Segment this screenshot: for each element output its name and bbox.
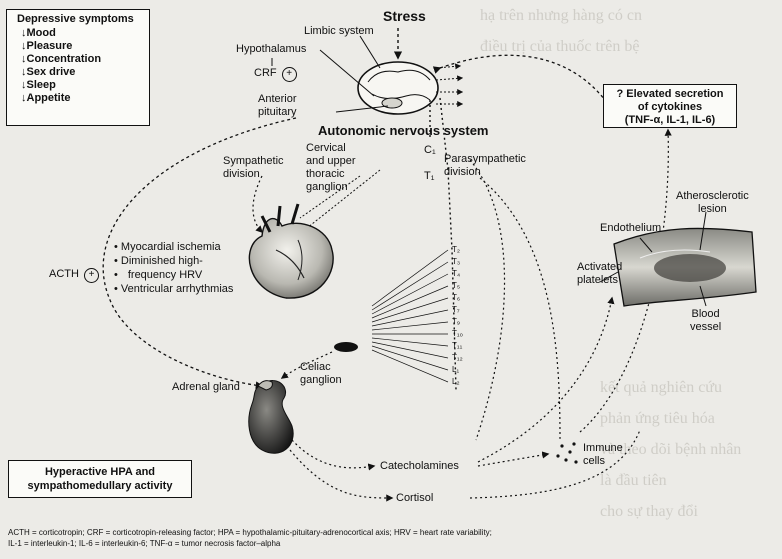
heart-illustration xyxy=(249,204,333,298)
footnote: ACTH = corticotropin; CRF = corticotropi… xyxy=(8,527,492,549)
hypothalamus-label: Hypothalamus xyxy=(236,43,306,56)
depressive-symptoms-list: ↓Mood ↓Pleasure ↓Concentration ↓Sex driv… xyxy=(21,27,149,105)
footnote-line: ACTH = corticotropin; CRF = corticotropi… xyxy=(8,527,492,538)
heart-effect-item: Diminished high- xyxy=(114,254,233,268)
label-line: lesion xyxy=(676,203,749,216)
acth-label: ACTH + xyxy=(49,268,99,283)
blood-vessel-label: Blood vessel xyxy=(690,308,721,334)
limbic-system-label: Limbic system xyxy=(304,25,374,38)
label-line: platelets xyxy=(577,274,622,287)
atherosclerotic-lesion-label: Atherosclerotic lesion xyxy=(676,190,749,216)
celiac-ganglion-label: Celiac ganglion xyxy=(300,361,342,387)
heart-effect-item: Myocardial ischemia xyxy=(114,240,233,254)
label-line: ganglion xyxy=(300,374,342,387)
immune-cells-illustration xyxy=(556,442,577,463)
cytokines-line: (TNF-α, IL-1, IL-6) xyxy=(604,114,736,127)
heart-effects-list: Myocardial ischemia Diminished high- • f… xyxy=(114,240,233,296)
symptom-item: ↓Pleasure xyxy=(21,40,149,53)
spine-label: T₁₁ xyxy=(452,340,463,352)
symptom-item: ↓Sleep xyxy=(21,79,149,92)
label-line: Blood xyxy=(690,308,721,321)
label-line: cells xyxy=(583,455,623,468)
spine-segment-labels: T₂ T₃ T₄ T₅ T₆ T₇ T₉ T₁₀ T₁₁ T₁₂ L₁ L₂ xyxy=(452,244,463,388)
spine-label: T₁₀ xyxy=(452,328,463,340)
acth-text: ACTH xyxy=(49,268,79,280)
depressive-symptoms-title: Depressive symptoms xyxy=(17,13,149,25)
label-line: division xyxy=(223,168,284,181)
anterior-pituitary-label: Anterior pituitary xyxy=(258,93,297,119)
label-line: ganglion xyxy=(306,181,356,194)
sympathetic-division-label: Sympathetic division xyxy=(223,155,284,181)
hpa-line: Hyperactive HPA and xyxy=(9,465,191,479)
cervical-ganglion-label: Cervical and upper thoracic ganglion xyxy=(306,142,356,194)
hpa-line: sympathomedullary activity xyxy=(9,479,191,493)
label-line: vessel xyxy=(690,321,721,334)
catecholamines-label: Catecholamines xyxy=(380,460,459,473)
crf-label: CRF + xyxy=(254,67,297,82)
label-line: Immune xyxy=(583,442,623,455)
cytokines-line: ? Elevated secretion xyxy=(604,88,736,101)
c1-label: C₁ xyxy=(424,144,436,157)
label-line: Sympathetic xyxy=(223,155,284,168)
parasympathetic-division-label: Parasympathetic division xyxy=(444,153,526,179)
spine-label: T₆ xyxy=(452,292,463,304)
adrenal-kidney-illustration xyxy=(249,381,293,454)
stress-label: Stress xyxy=(383,8,426,24)
spine-label: T₂ xyxy=(452,244,463,256)
symptom-item: ↓Mood xyxy=(21,27,149,40)
spine-label: T₁₂ xyxy=(452,352,463,364)
spine-label: T₉ xyxy=(452,316,463,328)
label-line: Celiac xyxy=(300,361,342,374)
depressive-symptoms-box: Depressive symptoms ↓Mood ↓Pleasure ↓Con… xyxy=(6,9,150,126)
spine-label: T₃ xyxy=(452,256,463,268)
heart-effect-item: Ventricular arrhythmias xyxy=(114,282,233,296)
label-line: Cervical xyxy=(306,142,356,155)
symptom-item: ↓Sex drive xyxy=(21,66,149,79)
cortisol-label: Cortisol xyxy=(396,492,433,505)
spine-label: T₅ xyxy=(452,280,463,292)
autonomic-nervous-system-label: Autonomic nervous system xyxy=(318,123,489,138)
label-line: division xyxy=(444,166,526,179)
label-line: Activated xyxy=(577,261,622,274)
label-line: Parasympathetic xyxy=(444,153,526,166)
blood-vessel-illustration xyxy=(614,228,756,306)
label-line: pituitary xyxy=(258,106,297,119)
label-line: Anterior xyxy=(258,93,297,106)
crf-text: CRF xyxy=(254,67,277,79)
immune-cells-label: Immune cells xyxy=(583,442,623,468)
crf-plus-icon: + xyxy=(282,67,297,82)
sympathetic-chain xyxy=(334,250,448,382)
heart-effect-continuation: frequency HRV xyxy=(128,269,202,281)
hpa-activity-box: Hyperactive HPA and sympathomedullary ac… xyxy=(8,460,192,498)
endothelium-label: Endothelium xyxy=(600,222,661,235)
heart-effect-item: • frequency HRV xyxy=(114,268,233,282)
footnote-line: IL-1 = interleukin-1; IL-6 = interleukin… xyxy=(8,538,492,549)
label-line: and upper xyxy=(306,155,356,168)
brain-illustration xyxy=(358,62,438,114)
symptom-item: ↓Concentration xyxy=(21,53,149,66)
spine-label: L₁ xyxy=(452,364,463,376)
spine-label: L₂ xyxy=(452,376,463,388)
adrenal-gland-label: Adrenal gland xyxy=(172,381,240,394)
symptom-item: ↓Appetite xyxy=(21,92,149,105)
t1-label: T₁ xyxy=(424,170,434,183)
cytokines-line: of cytokines xyxy=(604,101,736,114)
cytokines-box: ? Elevated secretion of cytokines (TNF-α… xyxy=(603,84,737,128)
label-line: thoracic xyxy=(306,168,356,181)
acth-plus-icon: + xyxy=(84,268,99,283)
spine-label: T₄ xyxy=(452,268,463,280)
spine-label: T₇ xyxy=(452,304,463,316)
label-line: Atherosclerotic xyxy=(676,190,749,203)
activated-platelets-label: Activated platelets xyxy=(577,261,622,287)
